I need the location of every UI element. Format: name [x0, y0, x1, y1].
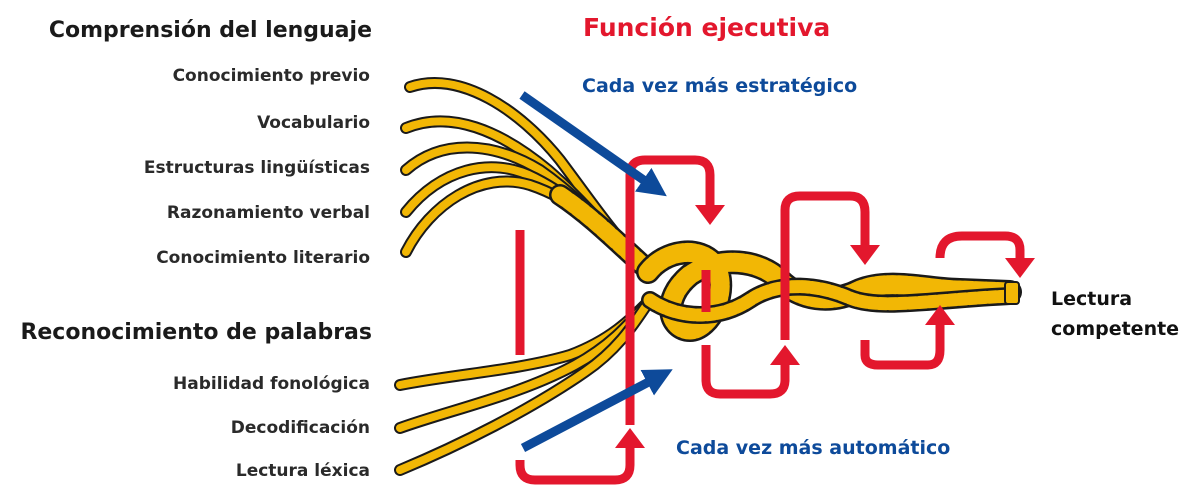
strand-label: Razonamiento verbal [166, 203, 370, 223]
language-comprehension-heading: Comprensión del lenguaje [48, 18, 372, 43]
strand-label: Conocimiento previo [172, 66, 370, 86]
strategic-label: Cada vez más estratégico [582, 75, 858, 97]
word-recognition-heading: Reconocimiento de palabras [20, 320, 372, 345]
outcome-line-1: Lectura [1051, 288, 1133, 310]
automatic-label: Cada vez más automático [676, 437, 951, 459]
strand-label: Conocimiento literario [156, 248, 370, 268]
executive-function-arrowheads [615, 205, 1035, 448]
executive-function-heading: Función ejecutiva [583, 13, 831, 42]
strand-label: Lectura léxica [235, 461, 370, 481]
automatic-arrow [520, 369, 673, 452]
language-strands-rope [400, 77, 659, 281]
strand-label: Decodificación [230, 418, 370, 438]
twisted-rope [636, 240, 1022, 343]
strand-label: Estructuras lingüísticas [143, 158, 370, 178]
outcome-line-2: competente [1051, 318, 1180, 340]
strand-label: Vocabulario [257, 113, 370, 133]
strategic-arrow [519, 91, 667, 197]
strand-label: Habilidad fonológica [173, 374, 370, 394]
